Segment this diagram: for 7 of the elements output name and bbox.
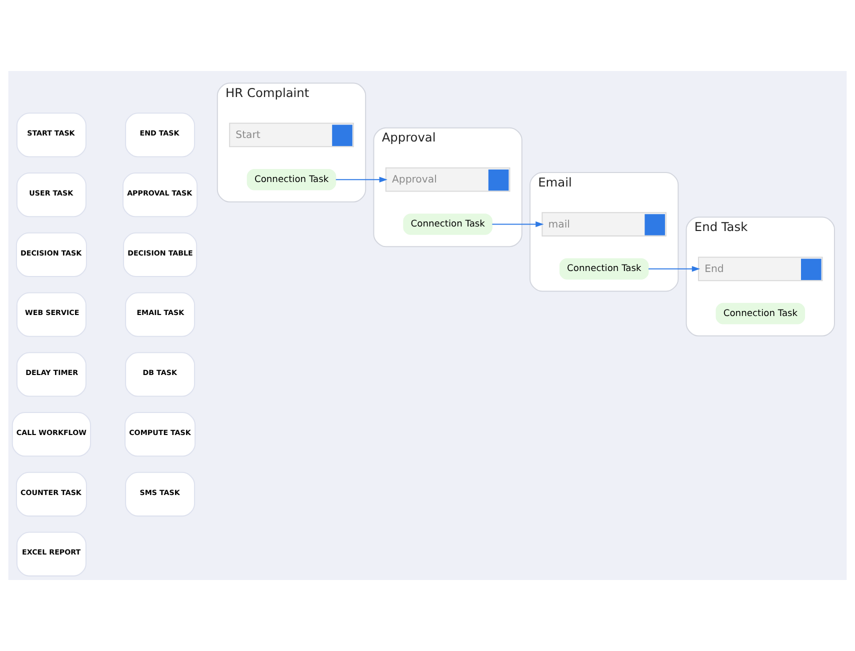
arrow xyxy=(492,221,544,228)
node-box: Connection Task xyxy=(403,214,492,235)
arrow xyxy=(648,266,700,272)
arrow xyxy=(336,176,388,182)
node-box: Connection Task xyxy=(716,302,806,324)
node-box: Connection Task xyxy=(246,168,336,190)
node-box: Connection Task xyxy=(559,258,649,280)
